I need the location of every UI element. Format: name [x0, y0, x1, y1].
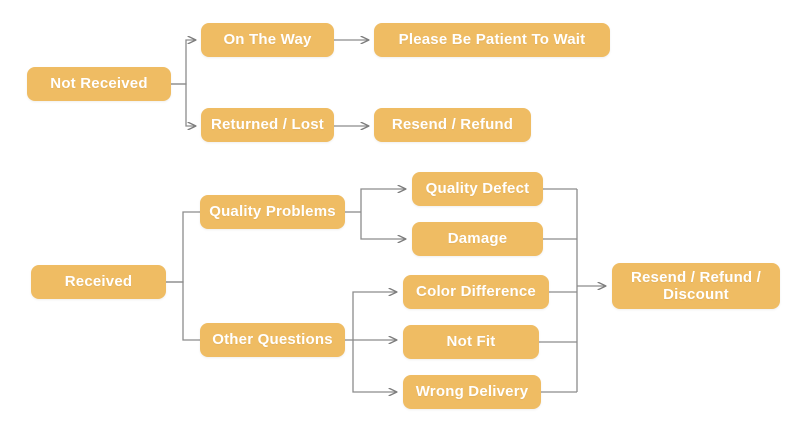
node-please-be-patient-to-wait[interactable]: Please Be Patient To Wait: [374, 23, 610, 57]
node-returned-lost[interactable]: Returned / Lost: [201, 108, 334, 142]
node-damage[interactable]: Damage: [412, 222, 543, 256]
edge-quality-problems-to-quality-defect: [360, 189, 406, 212]
edge-received-to-other-questions: [166, 281, 200, 341]
edge-quality-problems-to-damage: [360, 212, 406, 239]
node-resend-refund[interactable]: Resend / Refund: [374, 108, 531, 142]
node-on-the-way[interactable]: On The Way: [201, 23, 334, 57]
edge-not-received-to-returned-lost: [171, 83, 196, 126]
edge-received-to-quality-problems: [166, 211, 200, 283]
edge-other-questions-to-color-difference: [352, 292, 397, 340]
node-received[interactable]: Received: [31, 265, 166, 299]
node-not-received[interactable]: Not Received: [27, 67, 171, 101]
edge-not-received-split: [171, 40, 196, 85]
node-quality-defect[interactable]: Quality Defect: [412, 172, 543, 206]
node-wrong-delivery[interactable]: Wrong Delivery: [403, 375, 541, 409]
edge-other-questions-to-wrong-delivery: [352, 340, 397, 392]
node-not-fit[interactable]: Not Fit: [403, 325, 539, 359]
node-other-questions[interactable]: Other Questions: [200, 323, 345, 357]
node-quality-problems[interactable]: Quality Problems: [200, 195, 345, 229]
node-color-difference[interactable]: Color Difference: [403, 275, 549, 309]
node-resend-refund-discount[interactable]: Resend / Refund / Discount: [612, 263, 780, 309]
